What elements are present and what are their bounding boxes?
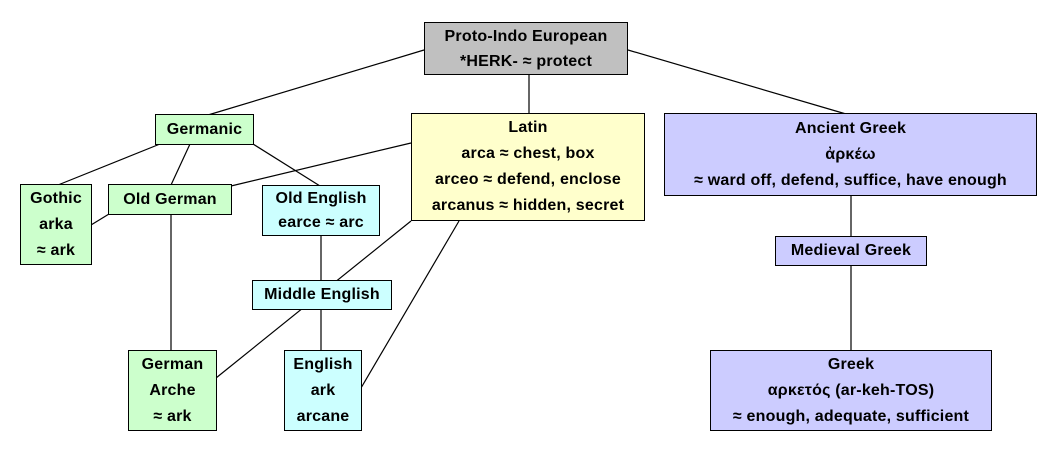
edge-germanic-gothic bbox=[57, 143, 161, 186]
node-middle-english: Middle English bbox=[252, 280, 392, 310]
node-old-english: Old English earce ≈ arc bbox=[262, 185, 380, 236]
node-label: English bbox=[293, 355, 353, 373]
node-german: German Arche ≈ ark bbox=[128, 350, 217, 431]
node-greek: Greek αρκετός (ar-keh-TOS) ≈ enough, ade… bbox=[710, 350, 992, 431]
node-gloss: ≈ ark bbox=[153, 407, 192, 425]
node-label: Middle English bbox=[264, 286, 380, 303]
node-label: Proto-Indo European bbox=[444, 27, 608, 45]
edge-latin-old-german bbox=[230, 142, 412, 187]
node-label: Germanic bbox=[166, 120, 243, 138]
node-gloss: ≈ ark bbox=[36, 241, 76, 259]
node-medieval-greek: Medieval Greek bbox=[775, 236, 927, 266]
edge-pie-germanic bbox=[207, 49, 425, 116]
node-label: Old English bbox=[275, 189, 367, 207]
node-proto-indo-european: Proto-Indo European *HERK- ≈ protect bbox=[424, 22, 628, 75]
node-old-german: Old German bbox=[108, 184, 232, 215]
node-germanic: Germanic bbox=[155, 114, 254, 145]
node-word: ἀρκέω bbox=[825, 145, 876, 163]
node-label: German bbox=[141, 355, 204, 373]
edge-gothic-old-german bbox=[90, 213, 110, 226]
node-label: Ancient Greek bbox=[794, 119, 907, 137]
node-word: ark bbox=[310, 381, 336, 399]
node-gloss: ≈ enough, adequate, sufficient bbox=[732, 407, 970, 425]
node-word: Arche bbox=[149, 381, 196, 399]
node-label: Gothic bbox=[30, 189, 82, 207]
node-word: αρκετός (ar-keh-TOS) bbox=[767, 381, 935, 399]
node-latin: Latin arca ≈ chest, box arceo ≈ defend, … bbox=[411, 113, 645, 221]
node-label: Medieval Greek bbox=[790, 242, 912, 259]
node-word: arcane bbox=[296, 407, 350, 425]
node-gloss: arca ≈ chest, box bbox=[461, 145, 595, 162]
node-gloss: *HERK- ≈ protect bbox=[460, 52, 592, 70]
edge-pie-ancient-greek bbox=[627, 49, 847, 115]
node-gothic: Gothic arka ≈ ark bbox=[20, 184, 92, 265]
edge-germanic-old-german bbox=[170, 143, 191, 186]
node-gloss: ≈ ward off, defend, suffice, have enough bbox=[694, 171, 1007, 189]
node-gloss: earce ≈ arc bbox=[278, 213, 364, 231]
node-gloss: arcanus ≈ hidden, secret bbox=[431, 197, 625, 214]
node-ancient-greek: Ancient Greek ἀρκέω ≈ ward off, defend, … bbox=[664, 113, 1037, 196]
node-word: arka bbox=[39, 215, 73, 233]
node-label: Latin bbox=[508, 119, 548, 136]
edge-latin-english bbox=[360, 220, 460, 389]
edge-germanic-old-english bbox=[252, 143, 321, 187]
node-label: Old German bbox=[123, 190, 217, 208]
node-english: English ark arcane bbox=[284, 350, 362, 431]
node-label: Greek bbox=[827, 355, 875, 373]
node-gloss: arceo ≈ defend, enclose bbox=[435, 171, 621, 188]
